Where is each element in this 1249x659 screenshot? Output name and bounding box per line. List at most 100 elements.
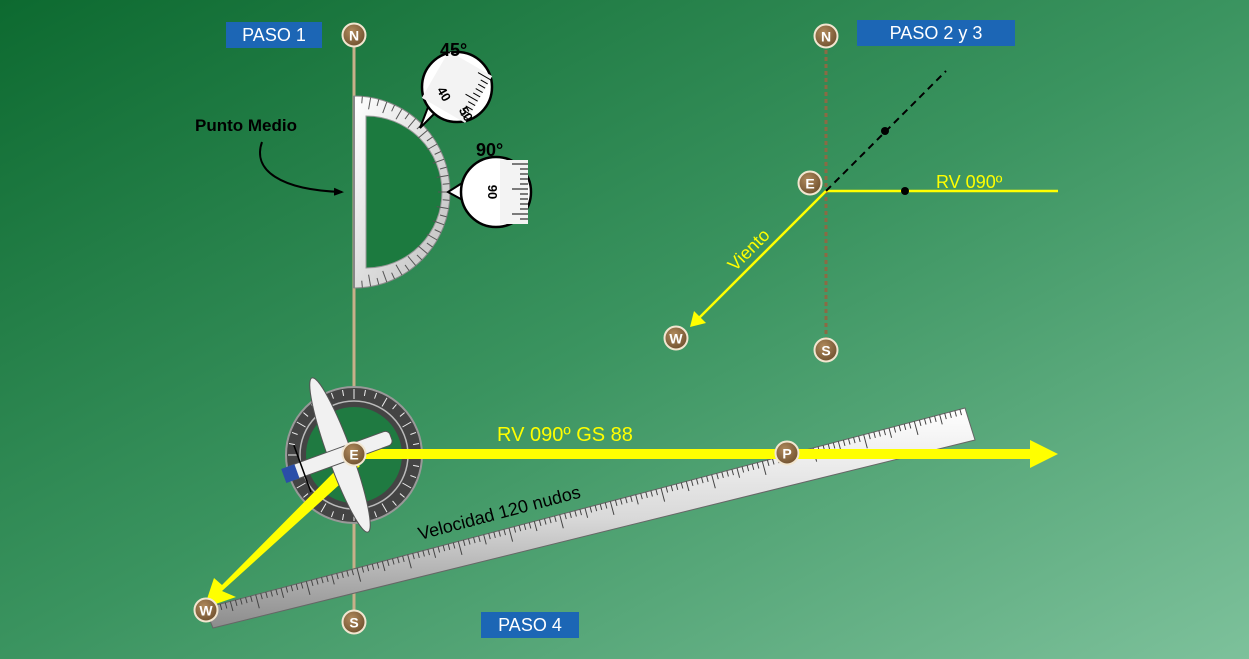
ruler-tick — [549, 517, 552, 524]
ruler-tick — [650, 490, 653, 497]
ruler-tick — [336, 573, 339, 580]
ruler-tick — [908, 422, 912, 429]
protractor-tick — [426, 136, 433, 142]
ruler-tick — [483, 534, 487, 545]
node-south-step23 — [813, 337, 839, 363]
ruler-tick — [523, 523, 527, 530]
protractor-tick — [439, 166, 447, 170]
protractor-tick — [382, 270, 388, 283]
zoom-45-angle: 45° — [440, 40, 467, 60]
node-north-step1-letter: N — [349, 28, 359, 44]
ruler-tick — [285, 586, 289, 593]
protractor-tick — [376, 99, 380, 107]
ruler-tick — [447, 543, 451, 550]
protractor-tick — [426, 143, 438, 151]
ruler-tick — [954, 410, 957, 417]
zoom-45-tick-mark — [477, 72, 491, 81]
ruler-tick — [690, 479, 694, 486]
ruler-tick — [731, 469, 734, 476]
ruler-tick — [326, 575, 329, 582]
ruler-tick — [250, 595, 253, 602]
node-south-step23-letter: S — [821, 343, 830, 359]
protractor-tick — [426, 233, 438, 241]
protractor-tick — [439, 214, 447, 218]
step23-label: PASO 2 y 3 — [857, 20, 1015, 46]
ruler-tick — [371, 563, 375, 570]
node-point-step4-letter: P — [782, 446, 791, 462]
ruler-tick — [265, 591, 268, 598]
ruler-tick — [863, 434, 868, 449]
midpoint-label: Punto Medio — [195, 116, 297, 135]
compass-tick — [296, 421, 306, 428]
protractor-tick — [404, 113, 410, 120]
ruler-tick — [452, 542, 456, 549]
course-label-step23: RV 090º — [936, 172, 1003, 192]
ruler-tick — [386, 559, 390, 566]
wind-arrow-step4 — [204, 458, 360, 608]
compass-tick — [296, 482, 306, 489]
ruler-tick — [564, 513, 567, 520]
compass-tick — [399, 493, 405, 498]
ruler-tick — [726, 470, 729, 477]
protractor-tick — [391, 104, 396, 112]
protractor-tick — [416, 254, 423, 261]
ruler-tick — [275, 589, 278, 596]
ruler-tick — [584, 507, 589, 518]
ruler-tick — [660, 487, 666, 502]
ruler-tick — [609, 501, 615, 516]
ruler-tick — [518, 525, 522, 532]
node-north-step23-letter: N — [821, 29, 831, 45]
ruler-tick — [888, 427, 893, 438]
ruler-tick — [229, 601, 234, 612]
airplane-icon — [281, 377, 393, 533]
ruler-tick — [219, 603, 223, 610]
protractor-tick — [436, 206, 449, 210]
midpoint-arrow — [259, 141, 344, 196]
course-speed-label: RV 090º GS 88 — [497, 424, 633, 446]
ruler-tick — [655, 489, 658, 496]
ruler-tick — [260, 593, 263, 600]
compass-tick — [374, 392, 378, 399]
ruler-tick — [959, 409, 962, 416]
ruler-tick — [635, 494, 639, 505]
compass-tick — [410, 431, 417, 435]
zoom-45-tick-mark — [475, 88, 483, 94]
ruler-tick — [695, 478, 699, 485]
ruler-tick — [457, 541, 463, 556]
ruler-tick — [868, 433, 871, 440]
ruler-tick — [751, 463, 755, 470]
ruler-tick — [569, 511, 572, 518]
ruler-tick — [255, 594, 260, 609]
ruler-tick — [847, 438, 851, 445]
ruler-tick — [898, 425, 902, 432]
zoom-45-tick-mark — [472, 92, 481, 98]
protractor-tick — [436, 174, 449, 178]
protractor-tick — [442, 183, 450, 185]
node-north-step23 — [813, 23, 839, 49]
ruler-tick — [893, 426, 897, 433]
ruler-tick — [761, 461, 767, 476]
compass-tick — [374, 511, 378, 518]
compass-tick — [320, 503, 327, 513]
node-east-step23-letter: E — [805, 176, 814, 192]
protractor-tick — [382, 101, 388, 114]
ruler-tick — [630, 495, 633, 502]
ruler-tick — [827, 443, 831, 450]
ruler-tick — [625, 497, 628, 504]
ruler-tick — [331, 574, 335, 585]
ruler-tick — [295, 583, 299, 590]
ruler-tick — [746, 465, 750, 472]
ruler-tick — [665, 486, 669, 493]
node-west-step23-letter: W — [669, 331, 683, 347]
ruler-tick — [478, 535, 481, 542]
protractor-tick — [376, 277, 380, 285]
protractor — [353, 95, 451, 289]
ruler-tick — [361, 566, 365, 573]
zoom-90-angle: 90° — [476, 140, 503, 160]
ruler-tick — [756, 462, 760, 469]
ruler-tick — [589, 506, 593, 513]
ruler-tick — [290, 585, 294, 592]
ruler-tick — [538, 519, 542, 526]
compass-tick — [303, 412, 309, 417]
node-east-step23 — [797, 170, 823, 196]
